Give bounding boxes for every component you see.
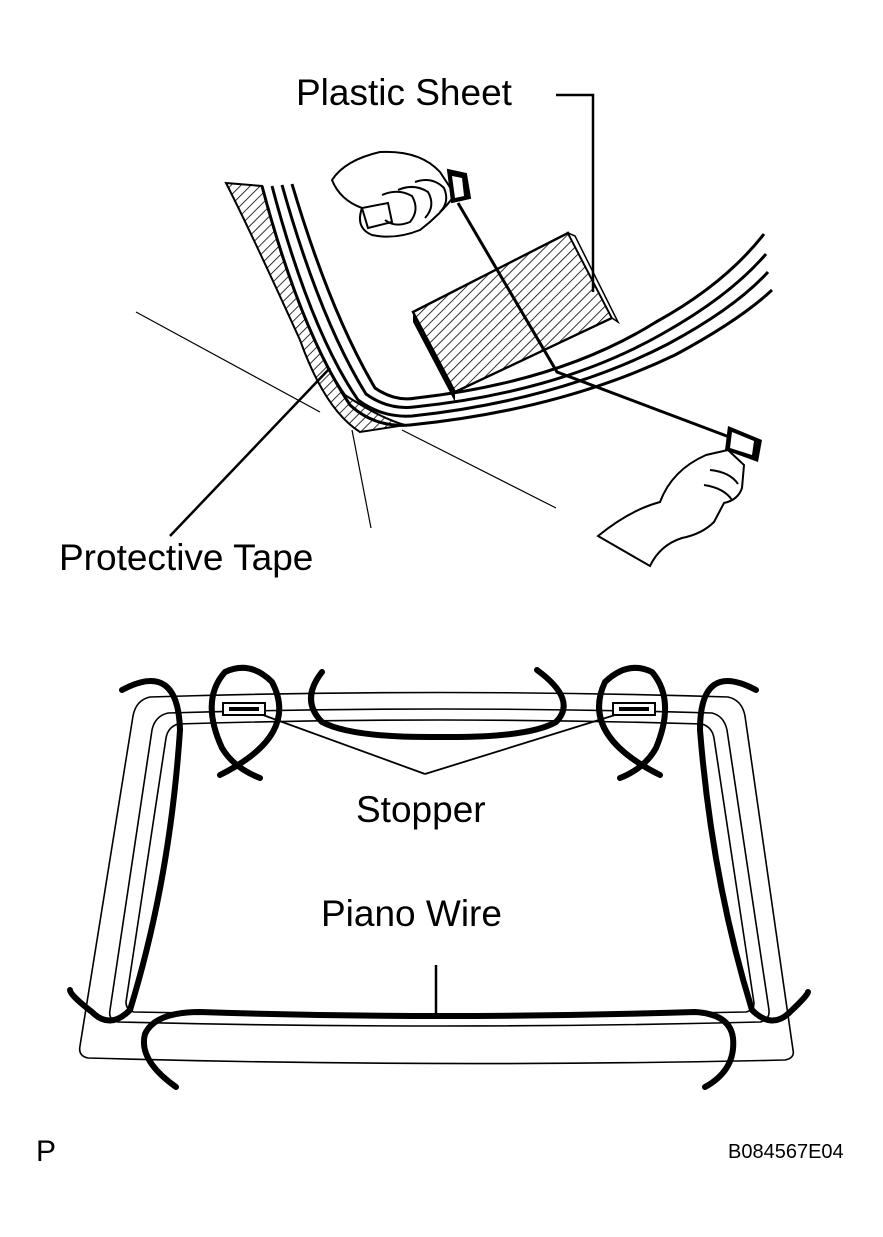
stopper-left <box>222 702 266 716</box>
protective-tape-leader <box>169 367 331 537</box>
top-illustration <box>135 93 774 568</box>
bottom-illustration <box>67 664 811 1090</box>
piano-wire-label: Piano Wire <box>321 893 502 934</box>
piano-wire <box>67 664 811 1090</box>
plastic-sheet-label: Plastic Sheet <box>296 72 512 113</box>
stopper-leaders <box>262 714 616 775</box>
body-molding-lines <box>260 183 774 427</box>
cutting-wire-top <box>456 202 733 440</box>
stopper-label: Stopper <box>356 789 486 830</box>
plastic-sheet <box>411 231 620 402</box>
figure-code: B084567E04 <box>728 1141 844 1163</box>
reference-lines <box>135 311 557 529</box>
upper-hand-icon <box>330 150 472 238</box>
stopper-right <box>612 702 656 716</box>
protective-tape-label: Protective Tape <box>59 537 314 578</box>
plastic-sheet-leader <box>556 93 595 292</box>
corner-mark: P <box>36 1135 57 1168</box>
lower-hand-icon <box>596 426 762 568</box>
